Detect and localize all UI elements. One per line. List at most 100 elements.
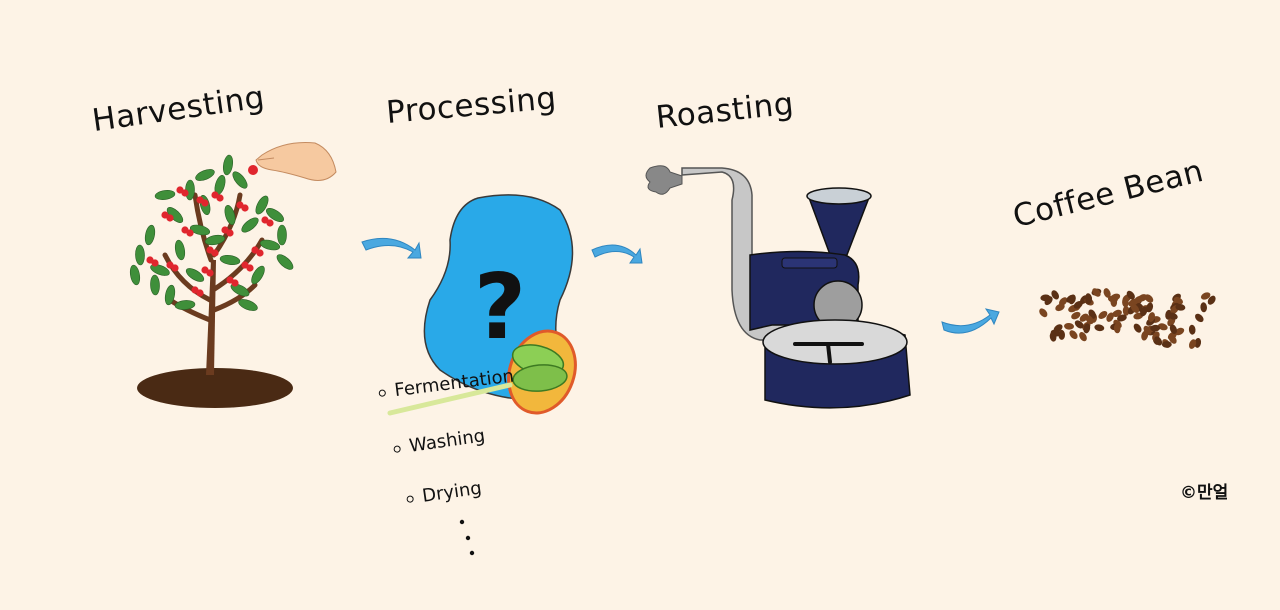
leaf — [219, 254, 241, 266]
coffee-bean — [1174, 327, 1185, 336]
coffee-bean — [1049, 331, 1057, 342]
coffee-bean — [1117, 314, 1127, 322]
leaf — [150, 274, 160, 296]
cherry — [246, 264, 254, 272]
coffee-bean — [1059, 297, 1068, 306]
cherry — [206, 269, 214, 277]
coffee-bean-fruit-icon — [507, 329, 577, 415]
flow-arrow-2 — [591, 244, 643, 264]
coffee-bean — [1137, 294, 1148, 302]
coffee-bean — [1200, 302, 1208, 313]
coffee-bean — [1098, 311, 1108, 319]
leaf — [266, 207, 284, 223]
cherry — [211, 249, 219, 257]
leaf — [185, 268, 205, 282]
coffee-bean — [1083, 323, 1091, 334]
coffee-bean — [1133, 323, 1142, 333]
coffee-bean — [1122, 297, 1129, 308]
leaf — [174, 239, 186, 261]
leaf — [154, 190, 176, 200]
cherry — [171, 264, 179, 272]
cherry — [266, 219, 274, 227]
coffee-bean — [1073, 300, 1083, 309]
coffee-bean — [1085, 315, 1094, 325]
leaf — [232, 171, 248, 189]
leaf — [135, 244, 145, 266]
roaster-machine — [645, 165, 911, 409]
coffee-cherries — [146, 186, 274, 297]
leaf — [224, 205, 236, 225]
coffee-bean — [1188, 339, 1197, 349]
coffee-bean — [1146, 302, 1154, 313]
coffee-bean — [1055, 303, 1065, 312]
roasted-beans-pile — [1039, 288, 1216, 349]
coffee-bean — [1113, 323, 1121, 334]
leaf — [230, 283, 250, 297]
cherry — [231, 279, 239, 287]
coffee-bean — [1092, 288, 1101, 297]
coffee-bean — [1064, 322, 1074, 330]
coffee-bean — [1168, 312, 1178, 320]
cherry — [256, 249, 264, 257]
coffee-bean — [1112, 309, 1122, 317]
question-mark-icon: ? — [474, 255, 526, 360]
coffee-bean — [1148, 312, 1155, 322]
leaf — [251, 265, 265, 285]
coffee-bean — [1140, 306, 1148, 317]
cherry — [216, 194, 224, 202]
coffee-bean — [1143, 325, 1152, 335]
coffee-tree-illustration — [129, 154, 294, 408]
cherry — [241, 204, 249, 212]
coffee-bean — [1066, 294, 1076, 303]
coffee-bean — [1207, 295, 1216, 305]
leaf — [195, 169, 215, 181]
leaf — [241, 217, 259, 233]
coffee-bean — [1051, 290, 1060, 300]
coffee-bean — [1195, 313, 1204, 323]
coffee-bean — [1071, 311, 1081, 320]
coffee-bean — [1168, 334, 1177, 344]
coffee-bean — [1150, 324, 1161, 332]
coffee-bean — [1128, 298, 1138, 307]
author-credit: ©만얼 — [1180, 483, 1229, 503]
leaf — [174, 300, 196, 310]
coffee-bean — [1079, 332, 1087, 342]
coffee-bean — [1130, 304, 1140, 313]
coffee-bean — [1103, 288, 1111, 298]
leaf — [164, 284, 176, 306]
smoke-puff-icon — [645, 165, 683, 195]
coffee-bean — [1169, 324, 1178, 334]
flow-arrow-3 — [941, 308, 1000, 334]
leaf — [150, 264, 170, 276]
tree-leaves — [129, 154, 294, 311]
coffee-bean — [1044, 296, 1053, 306]
fermentation-highlight — [387, 382, 513, 416]
leaf — [129, 264, 141, 286]
coffee-bean — [1188, 324, 1196, 335]
leaf — [204, 234, 226, 246]
coffee-bean — [1161, 341, 1172, 348]
coffee-bean — [1106, 312, 1114, 322]
leaf — [255, 195, 269, 215]
coffee-bean — [1085, 293, 1093, 304]
soil-mound — [137, 368, 293, 408]
coffee-bean — [1200, 292, 1211, 300]
coffee-bean — [1194, 337, 1202, 348]
leaf — [144, 224, 156, 246]
leaf — [238, 299, 258, 311]
cherry — [201, 199, 209, 207]
coffee-bean — [1074, 320, 1084, 329]
coffee-bean — [1175, 303, 1186, 311]
coffee-bean — [1157, 323, 1168, 331]
cherry — [226, 229, 234, 237]
coffee-bean — [1110, 297, 1118, 307]
cherry — [186, 229, 194, 237]
coffee-bean — [1122, 305, 1130, 316]
cherry — [196, 289, 204, 297]
coffee-bean — [1154, 336, 1163, 346]
coffee-bean — [1039, 308, 1048, 318]
coffee-bean — [1058, 329, 1066, 340]
leaf — [222, 154, 234, 176]
cherry — [151, 259, 159, 267]
